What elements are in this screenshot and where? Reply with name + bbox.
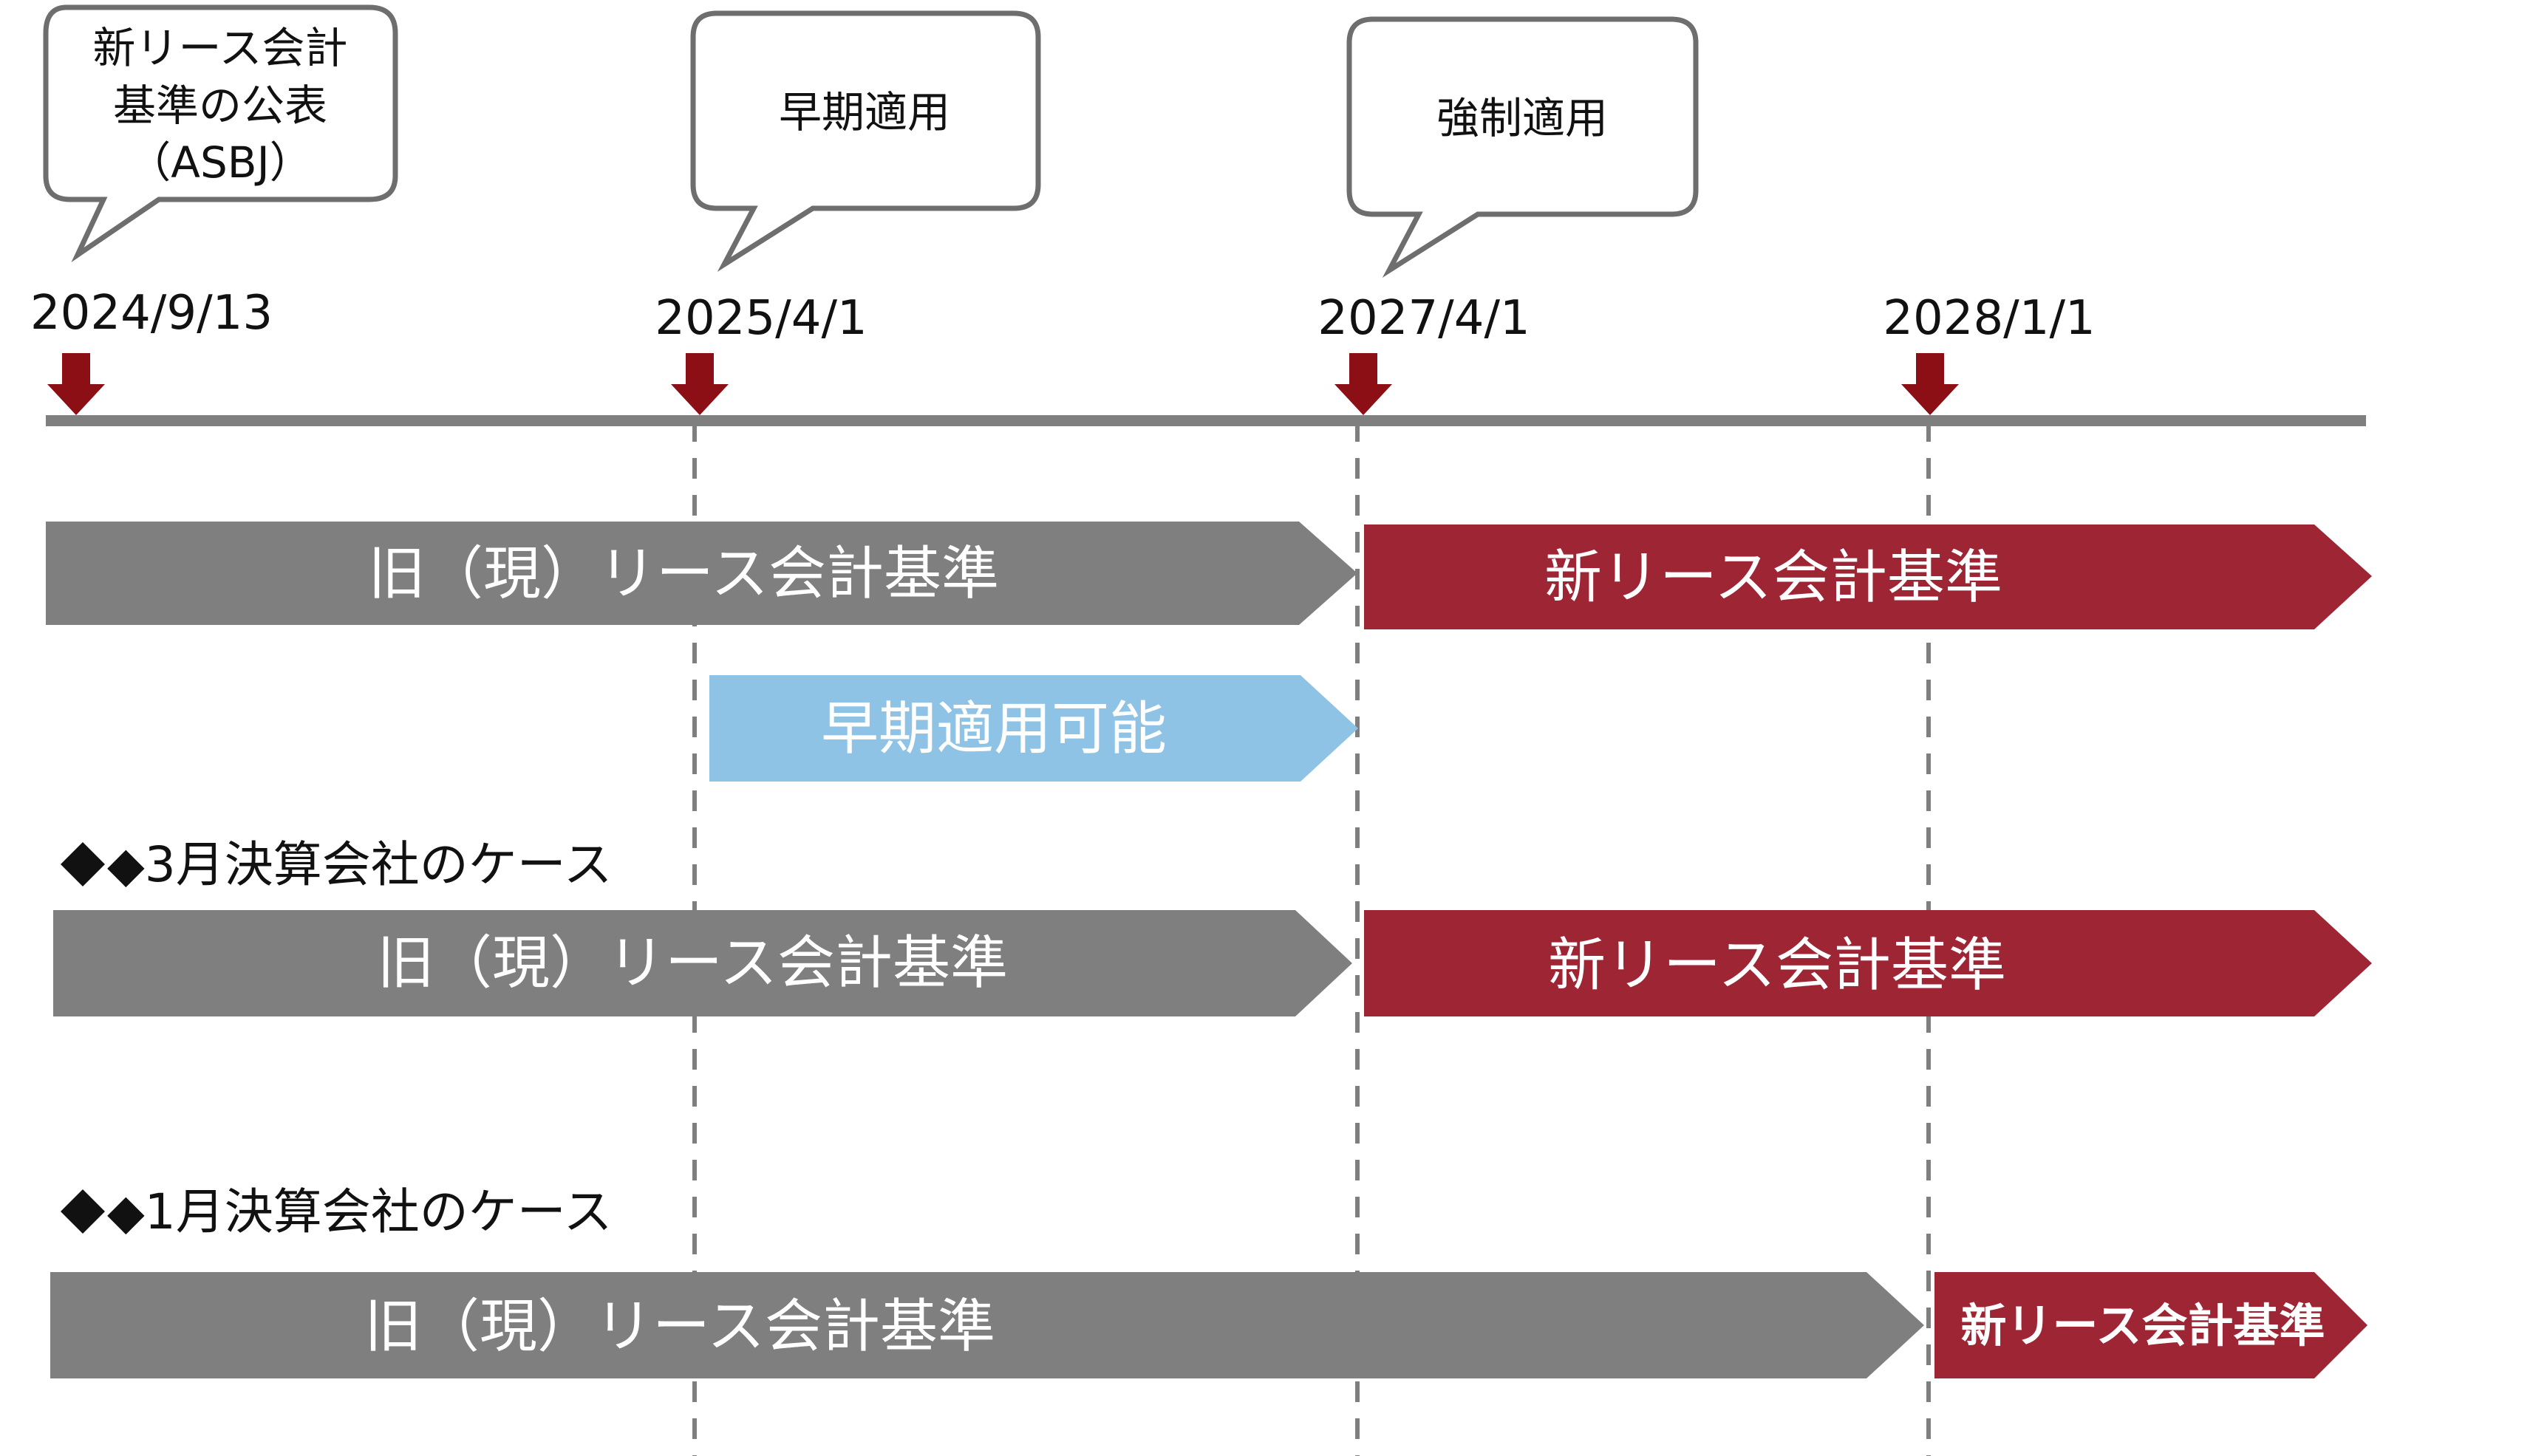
old-standard-label: 旧（現）リース会計基準	[368, 541, 999, 607]
date-label: 2027/4/1	[1317, 291, 1530, 346]
early-adoption-label: 早期適用可能	[821, 696, 1167, 762]
callout-text-line: 早期適用	[779, 87, 950, 137]
timeline-axis	[46, 415, 2366, 426]
callout-bubble	[1346, 16, 1699, 278]
old-standard-bar	[50, 1272, 1924, 1378]
case-heading: ◆3月決算会社のケース	[107, 836, 612, 893]
new-standard-bar	[1364, 910, 2372, 1016]
old-standard-bar	[46, 522, 1357, 625]
row-march-fiscal: ◆3月決算会社のケース 旧（現）リース会計基準 新リース会計基準	[53, 836, 2372, 1016]
old-standard-label: 旧（現）リース会計基準	[377, 930, 1008, 997]
callout-text-line: 新リース会計	[92, 23, 347, 73]
callout-text-line: 基準の公表	[113, 81, 327, 131]
callout-bubble	[690, 10, 1041, 272]
callout-text-line: 強制適用	[1436, 93, 1608, 143]
date-label: 2025/4/1	[655, 291, 867, 346]
down-arrow-icon	[671, 353, 729, 415]
callout-asbj-publication: 新リース会計 基準の公表 （ASBJ）	[43, 4, 398, 263]
case-heading: ◆1月決算会社のケース	[107, 1183, 612, 1240]
date-markers	[47, 353, 1959, 415]
callout-text-line: （ASBJ）	[128, 137, 312, 188]
new-standard-label: 新リース会計基準	[1961, 1299, 2325, 1353]
row-general: 旧（現）リース会計基準 新リース会計基準	[46, 522, 2372, 629]
down-arrow-icon	[47, 353, 105, 415]
diamond-icon	[61, 1189, 105, 1234]
row-january-fiscal: ◆1月決算会社のケース 旧（現）リース会計基準 新リース会計基準	[50, 1183, 2367, 1378]
new-standard-bar	[1364, 524, 2372, 629]
new-standard-label: 新リース会計基準	[1544, 544, 2002, 611]
date-label: 2024/9/13	[30, 286, 273, 341]
callout-mandatory-adoption: 強制適用	[1346, 16, 1699, 278]
old-standard-bar	[53, 910, 1352, 1016]
callout-bubble	[43, 4, 398, 263]
new-standard-bar	[1934, 1272, 2367, 1378]
callout-early-adoption: 早期適用	[690, 10, 1041, 272]
diamond-icon	[61, 842, 105, 886]
old-standard-label: 旧（現）リース会計基準	[364, 1293, 995, 1360]
down-arrow-icon	[1901, 353, 1959, 415]
early-adoption-bar	[709, 675, 1358, 782]
date-label: 2028/1/1	[1883, 291, 2095, 346]
new-standard-label: 新リース会計基準	[1548, 932, 2006, 999]
down-arrow-icon	[1334, 353, 1392, 415]
row-early-adoption: 早期適用可能	[709, 675, 1358, 782]
